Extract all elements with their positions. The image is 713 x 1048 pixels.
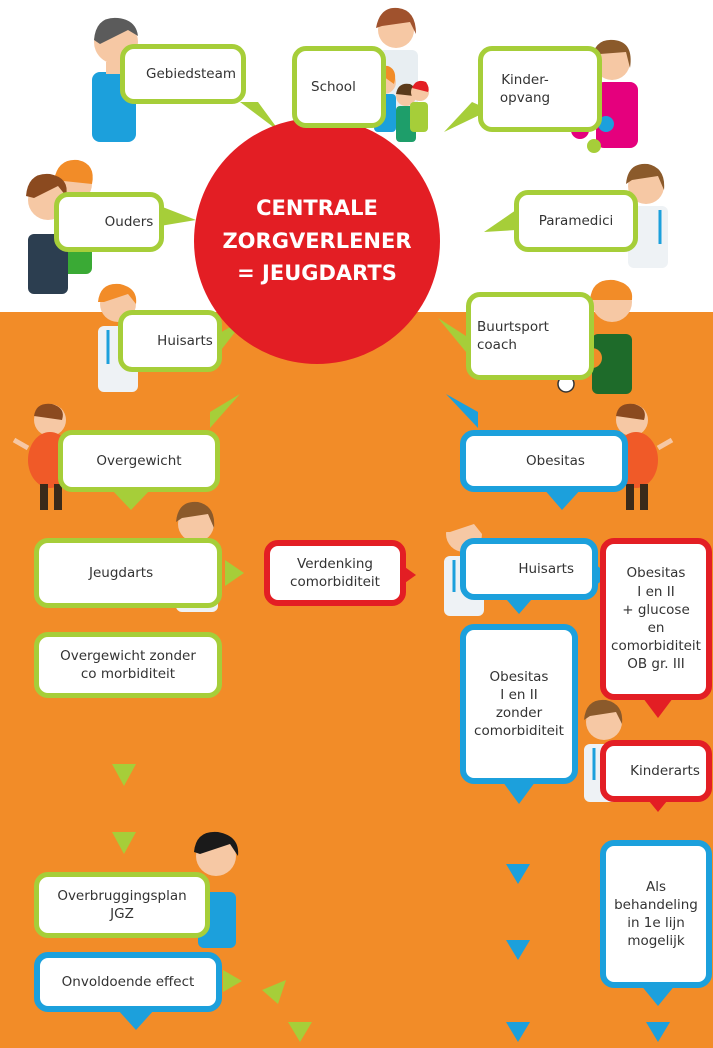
ouders-label: Ouders xyxy=(104,213,154,230)
person-icon-buurtsport xyxy=(545,279,633,394)
obesitas-zonder-label: Obesitas I en II zonder comorbiditeit xyxy=(474,668,564,740)
kinderopvang-label: Kinder- opvang xyxy=(499,71,551,106)
school-bubble: School xyxy=(292,46,386,128)
obesitas-glucose-label: Obesitas I en II + glucose en comorbidit… xyxy=(611,565,701,673)
obesitas-zonder-box: Obesitas I en II zonder comorbiditeit xyxy=(460,624,578,784)
jeugdarts-box: Jeugdarts xyxy=(34,538,222,608)
verdenking-box: Verdenking comorbiditeit xyxy=(264,540,406,606)
overbruggingsplan-box: Overbruggingsplan JGZ xyxy=(34,872,210,938)
overgewicht-box: Overgewicht xyxy=(58,430,220,492)
overgewicht-zonder-label: Overgewicht zonder co morbiditeit xyxy=(60,647,196,682)
buurtsport-label: Buurtsport coach xyxy=(477,318,549,353)
jeugdarts-label: Jeugdarts xyxy=(89,564,154,581)
ouders-bubble: Ouders xyxy=(54,192,164,252)
verdenking-label: Verdenking comorbiditeit xyxy=(290,555,380,590)
school-label: School xyxy=(311,78,356,95)
obesitas-label: Obesitas xyxy=(526,452,585,469)
gebiedsteam-label: Gebiedsteam xyxy=(145,65,237,82)
central-circle: CENTRALE ZORGVERLENER = JEUGDARTS xyxy=(194,118,440,364)
obesitas-down-tail xyxy=(543,488,582,510)
zonder-tail xyxy=(500,778,538,804)
overgewicht-zonder-box: Overgewicht zonder co morbiditeit xyxy=(34,632,222,698)
kinderarts-label: Kinderarts xyxy=(630,762,700,779)
huisarts-box: Huisarts xyxy=(460,538,598,600)
paramedici-bubble: Paramedici xyxy=(514,190,638,252)
flow-arrows xyxy=(112,560,670,1042)
onvoldoende-effect-label: Onvoldoende effect xyxy=(61,973,195,990)
behandeling-box: Als behandeling in 1e lijn mogelijk xyxy=(600,840,712,988)
huisarts-top-bubble: Huisarts xyxy=(118,310,222,372)
behandeling-tail xyxy=(640,984,676,1006)
onvoldoende-effect-box: Onvoldoende effect xyxy=(34,952,222,1012)
overgewicht-label: Overgewicht xyxy=(96,452,182,469)
glucose-tail xyxy=(640,694,676,718)
buurtsport-bubble: Buurtsport coach xyxy=(466,292,594,380)
behandeling-label: Als behandeling in 1e lijn mogelijk xyxy=(614,878,698,950)
kinderopvang-bubble: Kinder- opvang xyxy=(478,46,602,132)
huisarts-label: Huisarts xyxy=(518,560,574,577)
onvoldoende-tail xyxy=(118,1010,154,1030)
gebiedsteam-bubble: Gebiedsteam xyxy=(120,44,246,104)
overbruggingsplan-label: Overbruggingsplan JGZ xyxy=(57,887,187,922)
central-caregiver-label: CENTRALE ZORGVERLENER = JEUGDARTS xyxy=(222,196,412,286)
obesitas-box: Obesitas xyxy=(460,430,628,492)
kinderarts-box: Kinderarts xyxy=(600,740,712,802)
paramedici-label: Paramedici xyxy=(538,212,614,229)
obesitas-glucose-box: Obesitas I en II + glucose en comorbidit… xyxy=(600,538,712,700)
obesitas-tail xyxy=(446,394,478,428)
huisarts-top-label: Huisarts xyxy=(157,332,213,349)
